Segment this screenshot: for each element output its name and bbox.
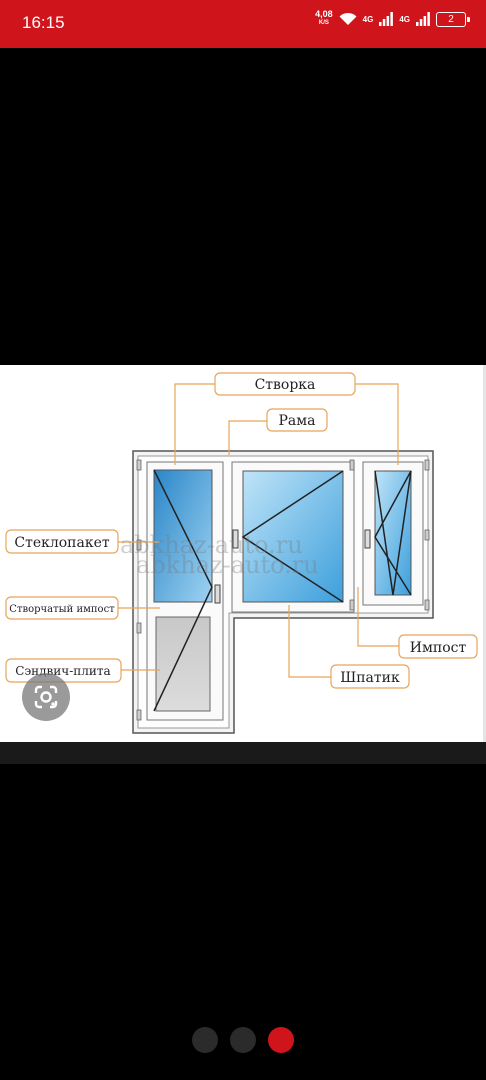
center-glass — [242, 470, 344, 603]
right-handle — [364, 529, 371, 549]
network-speed-unit: K/S — [318, 20, 329, 26]
wifi-icon — [339, 12, 357, 25]
label-steklopaket: Стеклопакет — [14, 535, 110, 551]
status-time: 16:15 — [22, 13, 65, 32]
label-stvorchaty-impost: Створчатый импост — [9, 604, 115, 615]
battery-level: 2 — [448, 13, 454, 25]
lens-icon — [34, 685, 58, 709]
sandwich-panel — [155, 616, 211, 712]
center-handle — [232, 529, 239, 549]
label-sendvich-plita: Сэндвич-плита — [15, 664, 110, 678]
page-indicator — [192, 1027, 294, 1053]
page-dot[interactable] — [192, 1027, 218, 1053]
image-viewer[interactable]: Створка Рама Стеклопакет Створчатый импо… — [0, 365, 486, 742]
page-dot-active[interactable] — [268, 1027, 294, 1053]
door-handle — [214, 584, 221, 604]
lens-search-button[interactable] — [22, 673, 70, 721]
center-opening-lines — [241, 470, 344, 603]
network-speed-value: 4,08 — [315, 9, 333, 19]
right-glass — [374, 470, 412, 596]
label-shpatik: Шпатик — [340, 670, 400, 686]
watermark-line-2: abkhaz-auto.ru — [136, 551, 319, 579]
signal-icon — [379, 12, 394, 26]
watermark-line-1: abkhaz-auto.ru — [120, 531, 303, 559]
label-stvorka: Створка — [255, 377, 316, 393]
label-impost: Импост — [410, 640, 467, 656]
battery-icon: 2 — [436, 11, 470, 27]
door-opening-lines — [153, 469, 213, 712]
right-opening-lines — [374, 470, 412, 596]
network-speed: 4,08 K/S — [315, 10, 333, 28]
network-type-2: 4G — [399, 14, 410, 24]
signal-icon — [416, 12, 430, 26]
status-bar: 16:15 4,08 K/S 4G 4G 2 — [0, 0, 486, 48]
image-bottom-strip — [0, 742, 486, 764]
door-glass — [153, 469, 213, 603]
window-diagram: Створка Рама Стеклопакет Створчатый импо… — [5, 365, 486, 742]
status-icons: 4,08 K/S 4G 4G 2 — [315, 10, 470, 28]
label-rama: Рама — [278, 413, 315, 429]
network-type-1: 4G — [362, 14, 374, 24]
page-dot[interactable] — [230, 1027, 256, 1053]
